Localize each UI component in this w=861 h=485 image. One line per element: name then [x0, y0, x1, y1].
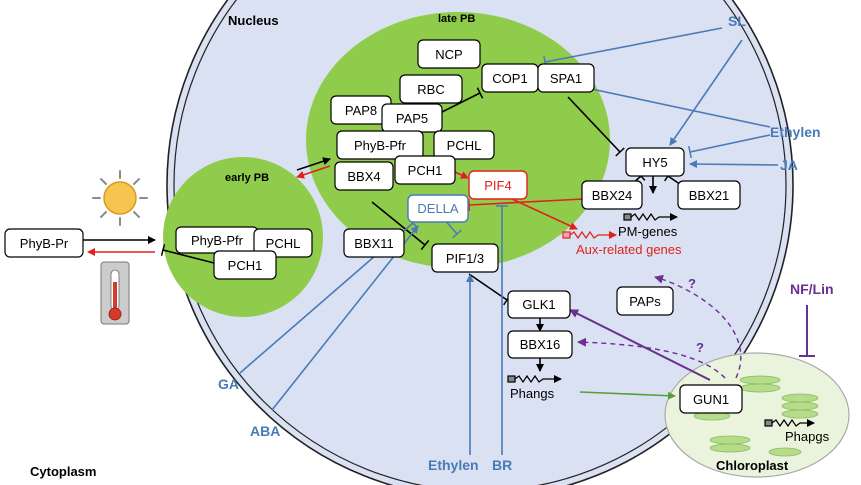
svg-text:PAP8: PAP8 — [345, 103, 377, 118]
edge-spa1-inhibit-hy5 — [567, 96, 625, 157]
svg-text:GUN1: GUN1 — [693, 392, 729, 407]
signal-sl: SL — [728, 13, 746, 29]
svg-text:PhyB-Pfr: PhyB-Pfr — [191, 233, 244, 248]
svg-text:BBX24: BBX24 — [592, 188, 632, 203]
svg-text:PIF1/3: PIF1/3 — [446, 251, 484, 266]
svg-text:PCH1: PCH1 — [228, 258, 263, 273]
edge-ethylen-to-hy5 — [688, 134, 771, 159]
phapgs-label: Phapgs — [785, 429, 830, 444]
box-pap8: PAP8 — [330, 95, 392, 125]
edge-pch1-inhibit-pr — [160, 244, 219, 265]
box-early-pchl: PCHL — [253, 228, 313, 258]
early-pb-label: early PB — [225, 172, 269, 184]
gene-glyphs — [507, 212, 815, 428]
aux-promoter — [562, 230, 617, 240]
edge-pap5-inhibit-cop1 — [441, 87, 484, 113]
signal-aba: ABA — [250, 423, 280, 439]
edge-pch1-to-pif4 — [454, 171, 469, 179]
box-early-pch1: PCH1 — [213, 250, 277, 280]
box-late-phyb-pfr: PhyB-Pfr — [336, 130, 424, 160]
box-bbx11: BBX11 — [343, 228, 405, 258]
svg-text:PCHL: PCHL — [447, 138, 482, 153]
edge-ethylen-to-cop1 — [581, 84, 771, 128]
edge-early-to-late — [296, 157, 331, 171]
box-early-phyb-pfr: PhyB-Pfr — [175, 226, 259, 254]
edge-bbx24-inhibit-della — [467, 198, 584, 212]
svg-text:PhyB-Pfr: PhyB-Pfr — [354, 138, 407, 153]
edge-gun1-to-bbx16-dashed — [577, 337, 726, 379]
svg-text:PhyB-Pr: PhyB-Pr — [20, 236, 69, 251]
box-late-pch1: PCH1 — [394, 155, 456, 185]
box-spa1: SPA1 — [537, 63, 595, 93]
edge-late-to-early — [296, 165, 331, 179]
box-paps: PAPs — [616, 286, 674, 316]
late-pb-label: late PB — [438, 13, 475, 25]
protein-boxes: PhyB-Pr PhyB-Pfr PCHL PCH1 NCP RBC PAP8 … — [4, 39, 743, 414]
question-mark-2: ? — [696, 340, 704, 355]
svg-text:BBX21: BBX21 — [689, 188, 729, 203]
box-bbx24: BBX24 — [581, 180, 643, 210]
svg-text:COP1: COP1 — [492, 71, 527, 86]
box-della: DELLA — [407, 194, 469, 223]
thermometer-icon — [100, 261, 130, 325]
box-pif13: PIF1/3 — [431, 243, 499, 273]
box-hy5: HY5 — [625, 147, 685, 177]
box-bbx21: BBX21 — [677, 180, 741, 210]
signal-br: BR — [492, 457, 512, 473]
box-ncp: NCP — [417, 39, 481, 69]
svg-text:NCP: NCP — [435, 47, 462, 62]
svg-text:BBX11: BBX11 — [354, 236, 394, 251]
box-bbx16: BBX16 — [507, 330, 573, 359]
phangs-promoter — [507, 374, 562, 384]
svg-text:PCHL: PCHL — [266, 236, 301, 251]
signal-ethylen-bottom: Ethylen — [428, 457, 479, 473]
pm-promoter — [623, 212, 678, 222]
phapgs-promoter — [764, 418, 815, 428]
signal-ja: JA — [780, 157, 798, 173]
svg-text:DELLA: DELLA — [417, 201, 459, 216]
signal-ga: GA — [218, 376, 239, 392]
svg-text:SPA1: SPA1 — [550, 71, 582, 86]
aux-genes-label: Aux-related genes — [576, 242, 682, 257]
box-rbc: RBC — [399, 74, 463, 104]
edge-sl-to-hy5 — [669, 39, 743, 146]
svg-text:HY5: HY5 — [642, 155, 667, 170]
edge-bbx4-inhibit-pif13 — [371, 201, 430, 251]
box-cop1: COP1 — [481, 63, 539, 93]
svg-text:PIF4: PIF4 — [484, 178, 511, 193]
signal-ethylen-right: Ethylen — [770, 124, 821, 140]
sun-icon — [92, 170, 148, 226]
box-pif4: PIF4 — [468, 170, 528, 200]
edge-sl-to-cop1 — [543, 27, 723, 69]
svg-text:BBX4: BBX4 — [347, 169, 380, 184]
svg-text:PAPs: PAPs — [629, 294, 661, 309]
signal-nf-lin: NF/Lin — [790, 281, 834, 297]
edge-ja-to-hy5 — [689, 160, 779, 169]
svg-text:PAP5: PAP5 — [396, 111, 428, 126]
cytoplasm-label: Cytoplasm — [30, 464, 96, 479]
box-bbx4: BBX4 — [334, 161, 394, 191]
question-mark-1: ? — [688, 276, 696, 291]
nucleus-label: Nucleus — [228, 13, 279, 28]
svg-text:RBC: RBC — [417, 82, 444, 97]
box-late-pchl: PCHL — [433, 130, 495, 160]
chloroplast-label: Chloroplast — [716, 458, 789, 473]
svg-text:BBX16: BBX16 — [520, 337, 560, 352]
edge-phangs-to-chloroplast — [579, 391, 676, 400]
edge-pif13-inhibit-glk1 — [468, 273, 512, 306]
edge-gun1-to-paps-dashed — [654, 274, 742, 379]
box-glk1: GLK1 — [507, 290, 571, 319]
svg-text:PCH1: PCH1 — [408, 163, 443, 178]
pm-genes-label: PM-genes — [618, 224, 678, 239]
svg-text:GLK1: GLK1 — [522, 297, 555, 312]
box-pap5: PAP5 — [381, 103, 443, 133]
box-phyb-pr: PhyB-Pr — [4, 228, 84, 258]
edge-gun1-to-glk1 — [569, 309, 711, 381]
box-gun1: GUN1 — [679, 384, 743, 414]
phangs-label: Phangs — [510, 386, 555, 401]
